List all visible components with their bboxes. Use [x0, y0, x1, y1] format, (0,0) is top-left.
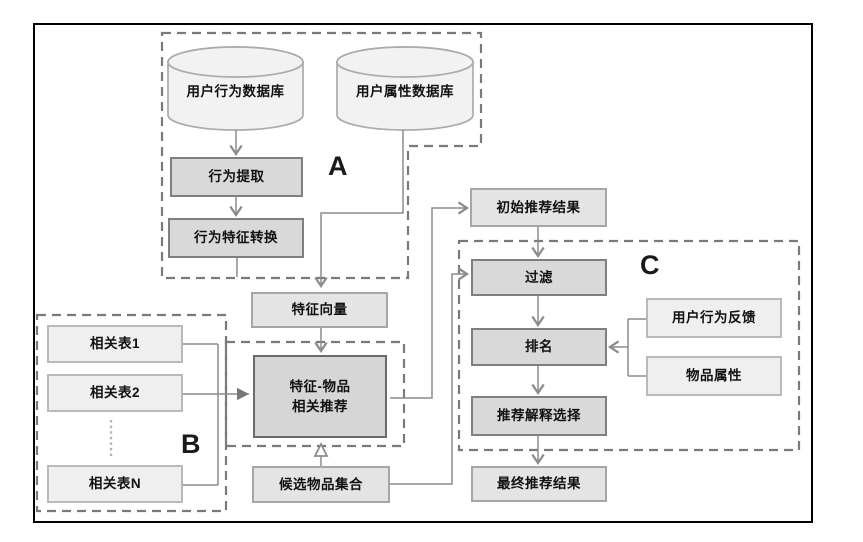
node-label: 用户行为反馈: [672, 310, 756, 326]
region-b-outline: [35, 313, 228, 513]
node-label-line2: 相关推荐: [292, 398, 348, 414]
node-initial-results: 初始推荐结果: [470, 188, 607, 227]
arrow-featureitem-to-initialresults: [390, 201, 470, 399]
node-ranking: 排名: [471, 328, 607, 366]
node-related-table-2: 相关表2: [47, 374, 183, 412]
node-label: 特征向量: [291, 302, 348, 318]
node-label: 过滤: [525, 269, 553, 285]
node-label: 排名: [525, 339, 553, 355]
region-c-outline: [457, 239, 801, 452]
node-feature-vector: 特征向量: [251, 292, 388, 328]
node-label: 相关表N: [88, 476, 142, 492]
region-b-label: B: [181, 429, 201, 459]
node-label: 推荐解释选择: [497, 408, 581, 424]
node-label: 行为特征转换: [194, 230, 278, 246]
node-behavior-feature-transform: 行为特征转换: [168, 218, 304, 258]
node-user-behavior-db: 用户行为数据库: [168, 75, 303, 105]
node-label-line1: 特征-物品: [289, 378, 351, 394]
node-label: 初始推荐结果: [496, 199, 581, 215]
node-feature-item-recommendation: 特征-物品 相关推荐: [253, 355, 387, 438]
node-label: 行为提取: [208, 169, 265, 185]
node-filter: 过滤: [471, 259, 607, 296]
node-user-behavior-feedback: 用户行为反馈: [646, 298, 782, 338]
user-attribute-db-cylinder: [336, 46, 474, 131]
node-label: 候选物品集合: [279, 476, 363, 492]
node-label: 物品属性: [686, 368, 742, 384]
arrow-attributedb-to-featurevector: [314, 130, 404, 289]
node-related-table-n: 相关表N: [47, 465, 183, 503]
node-candidate-items: 候选物品集合: [252, 466, 390, 503]
node-label: 相关表1: [89, 336, 140, 352]
region-a-outline: [160, 31, 483, 280]
node-label: 用户属性数据库: [356, 84, 454, 99]
node-label: 最终推荐结果: [497, 476, 581, 492]
region-c-label: C: [640, 250, 660, 280]
node-final-results: 最终推荐结果: [471, 466, 607, 502]
region-a-label: A: [328, 151, 348, 181]
node-explanation-selection: 推荐解释选择: [471, 396, 607, 436]
arrow-candidates-to-filter: [390, 267, 470, 485]
user-behavior-db-cylinder: [167, 46, 304, 131]
node-user-attribute-db: 用户属性数据库: [337, 75, 473, 105]
node-label: 用户行为数据库: [186, 84, 285, 99]
node-item-attributes: 物品属性: [646, 356, 782, 396]
node-related-table-1: 相关表1: [47, 325, 183, 363]
node-label: 相关表2: [89, 385, 140, 401]
node-behavior-extraction: 行为提取: [170, 157, 303, 197]
